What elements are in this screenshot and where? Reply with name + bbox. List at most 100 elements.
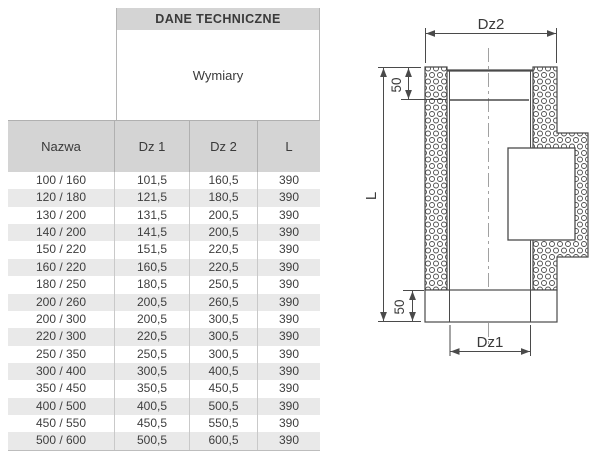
column-header-dz1: Dz 1 [115, 121, 190, 172]
table-cell: 400,5 [190, 362, 258, 381]
table-cell: 400 / 500 [8, 397, 115, 416]
table-cell: 500,5 [190, 397, 258, 416]
table-header-row: Nazwa Dz 1 Dz 2 L [8, 120, 320, 172]
column-header-dz2: Dz 2 [190, 121, 258, 172]
table-cell: 131,5 [115, 206, 190, 225]
table-cell: 121,5 [115, 189, 190, 207]
table-cell: 350 / 450 [8, 380, 115, 398]
dimensions-subtitle-label: Wymiary [192, 67, 244, 83]
dimensions-subtitle-cell: Wymiary [116, 30, 320, 120]
table-cell: 200,5 [190, 224, 258, 242]
table-cell: 250,5 [190, 276, 258, 294]
dimension-l [378, 67, 421, 322]
table-cell: 180,5 [115, 276, 190, 294]
table-cell: 141,5 [115, 224, 190, 242]
dz2-label: Dz2 [478, 16, 505, 33]
table-cell: 180 / 250 [8, 276, 115, 294]
table-cell: 600,5 [190, 432, 258, 450]
table-cell: 200,5 [115, 310, 190, 329]
table-cell: 550,5 [190, 415, 258, 433]
table-cell: 300 / 400 [8, 362, 115, 381]
table-cell: 390 [278, 433, 300, 448]
table-cell: 151,5 [115, 241, 190, 259]
table-cell: 220,5 [190, 258, 258, 277]
dimension-50-bottom [403, 290, 424, 321]
table-cell: 300,5 [190, 310, 258, 329]
table-cell: 300,5 [190, 328, 258, 346]
branch-inner-pipe [507, 147, 576, 241]
table-cell: 260,5 [190, 293, 258, 311]
table-cell: 390 [278, 173, 300, 187]
table-cell: 100 / 160 [8, 172, 115, 190]
left-wall-insulation [424, 66, 448, 291]
table-cell: 390 [278, 398, 300, 413]
table-title-label: DANE TECHNICZNE [155, 12, 281, 26]
table-cell: 220,5 [115, 328, 190, 346]
table-cell: 220 / 300 [8, 328, 115, 346]
table-cell: 390 [278, 416, 300, 431]
table-cell: 160,5 [115, 258, 190, 277]
table-cell: 390 [278, 207, 300, 222]
table-cell: 450,5 [115, 415, 190, 433]
technical-data-table: DANE TECHNICZNE Wymiary Nazwa Dz 1 Dz 2 … [8, 8, 320, 451]
table-cell: 160,5 [190, 172, 258, 190]
table-cell: 390 [278, 329, 300, 344]
table-cell: 500,5 [115, 432, 190, 450]
column-header-l: L [285, 139, 293, 154]
table-cell: 250,5 [115, 345, 190, 363]
table-cell: 200 / 300 [8, 310, 115, 329]
table-cell: 120 / 180 [8, 189, 115, 207]
table-cell: 140 / 200 [8, 224, 115, 242]
dz1-label: Dz1 [477, 334, 504, 351]
table-cell: 101,5 [115, 172, 190, 190]
socket-bottom-label: 50 [392, 299, 407, 314]
table-cell: 390 [278, 259, 300, 274]
table-cell: 220,5 [190, 241, 258, 259]
column-header-nazwa: Nazwa [8, 121, 115, 172]
table-cell: 390 [278, 242, 300, 257]
table-cell: 390 [278, 381, 300, 396]
table-cell: 200 / 260 [8, 293, 115, 311]
table-cell: 300,5 [190, 345, 258, 363]
table-cell: 390 [278, 294, 300, 309]
dimension-50-top [401, 68, 446, 100]
table-cell: 150 / 220 [8, 241, 115, 259]
table-cell: 450 / 550 [8, 415, 115, 433]
table-cell: 500 / 600 [8, 432, 115, 450]
table-cell: 250 / 350 [8, 345, 115, 363]
dimension-dz1 [449, 325, 531, 356]
bottom-collar [424, 289, 558, 323]
table-cell: 390 [278, 363, 300, 378]
table-cell: 200,5 [115, 293, 190, 311]
l-label: L [363, 192, 380, 200]
table-cell: 390 [278, 225, 300, 240]
table-cell: 400,5 [115, 397, 190, 416]
dimension-dz2 [425, 28, 557, 63]
table-cell: 390 [278, 311, 300, 326]
table-cell: 160 / 220 [8, 258, 115, 277]
table-cell: 300,5 [115, 362, 190, 381]
table-cell: 130 / 200 [8, 206, 115, 225]
table-cell: 200,5 [190, 206, 258, 225]
table-cell: 390 [278, 346, 300, 361]
table-cell: 350,5 [115, 380, 190, 398]
socket-top-label: 50 [389, 77, 404, 92]
table-cell: 390 [278, 277, 300, 292]
table-cell: 390 [278, 190, 300, 205]
